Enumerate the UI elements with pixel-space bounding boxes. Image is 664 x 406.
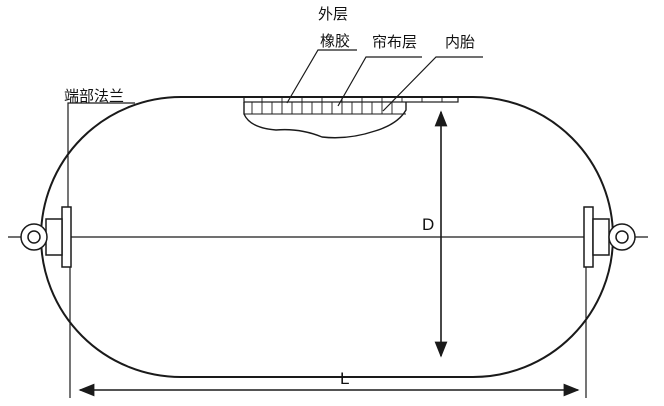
leader-lines bbox=[67, 49, 483, 214]
label-end-flange: 端部法兰 bbox=[64, 87, 124, 105]
label-outer-layer: 外层 bbox=[318, 5, 348, 23]
label-cord-layer: 帘布层 bbox=[372, 33, 417, 51]
label-rubber: 橡胶 bbox=[320, 32, 350, 50]
length-label: L bbox=[340, 369, 349, 388]
layer-cutaway bbox=[243, 96, 459, 139]
right-end-flange bbox=[583, 206, 636, 268]
diameter-label: D bbox=[422, 215, 434, 234]
cord-layer-hatch bbox=[251, 97, 443, 114]
fender-body-outline bbox=[40, 96, 614, 378]
left-end-flange bbox=[20, 206, 72, 268]
label-inner-tube: 内胎 bbox=[445, 33, 475, 51]
